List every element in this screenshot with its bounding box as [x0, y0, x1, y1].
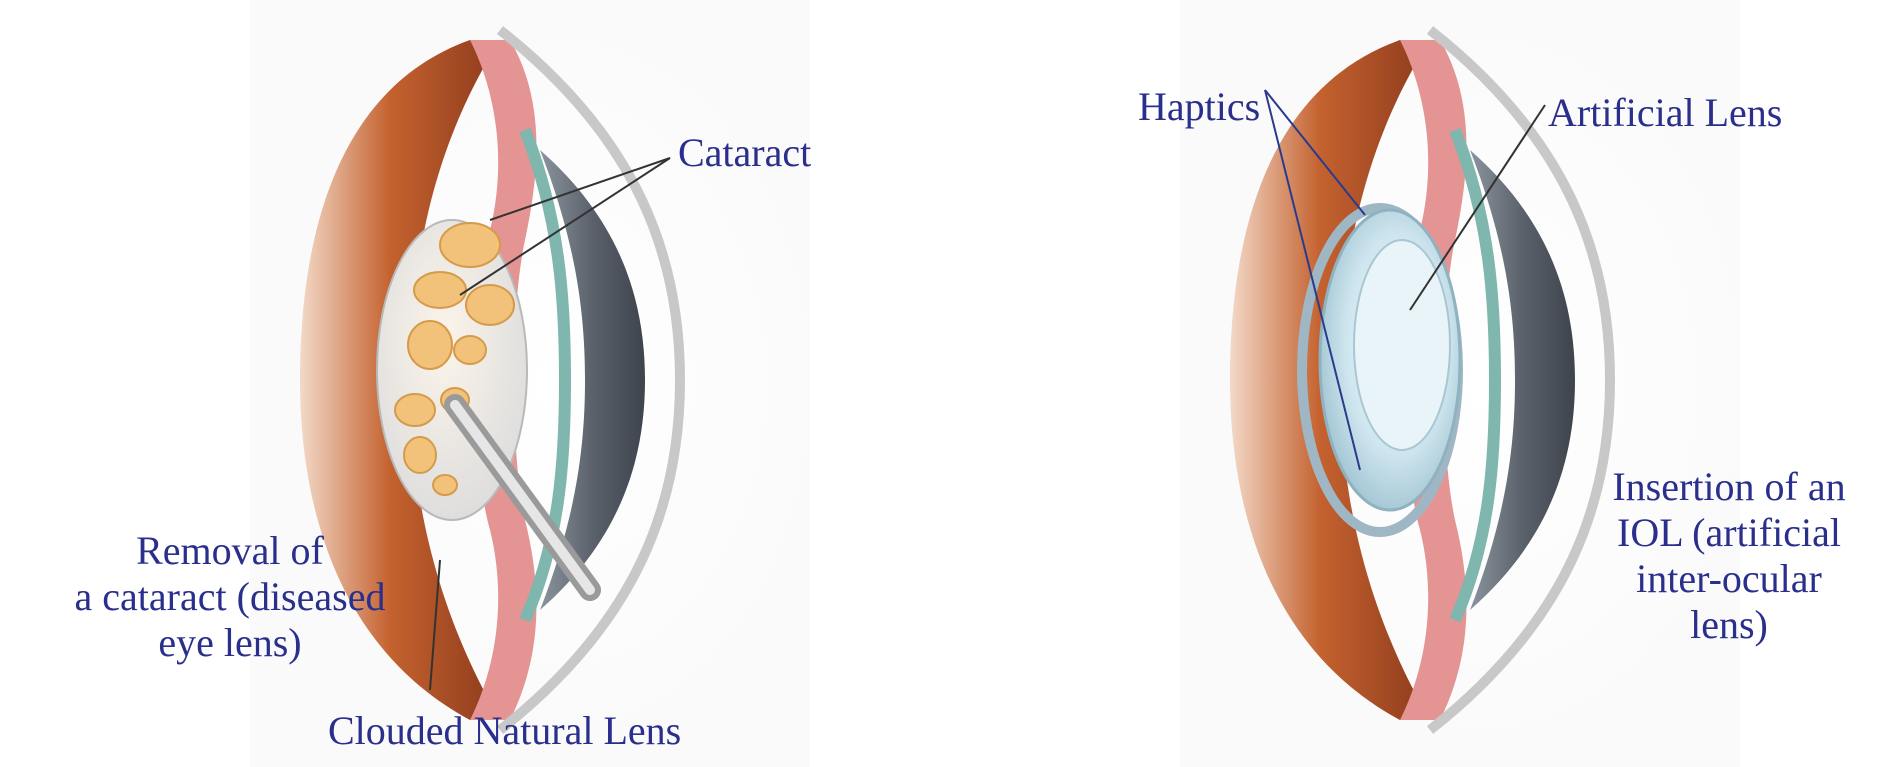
clouded-natural-lens-label: Clouded Natural Lens	[328, 708, 681, 754]
insertion-caption-line2: IOL (artificial	[1578, 510, 1880, 556]
insertion-caption-line1: Insertion of an	[1578, 464, 1880, 510]
removal-caption-line2: a cataract (diseased	[20, 574, 440, 620]
insertion-caption-line4: lens)	[1578, 602, 1880, 648]
cataract-label: Cataract	[678, 130, 811, 176]
removal-caption-line1: Removal of	[20, 528, 440, 574]
artificial-lens-label: Artificial Lens	[1548, 90, 1782, 136]
insertion-caption-line3: inter-ocular	[1578, 556, 1880, 602]
haptics-label: Haptics	[1138, 84, 1260, 130]
removal-caption-line3: eye lens)	[20, 620, 440, 666]
